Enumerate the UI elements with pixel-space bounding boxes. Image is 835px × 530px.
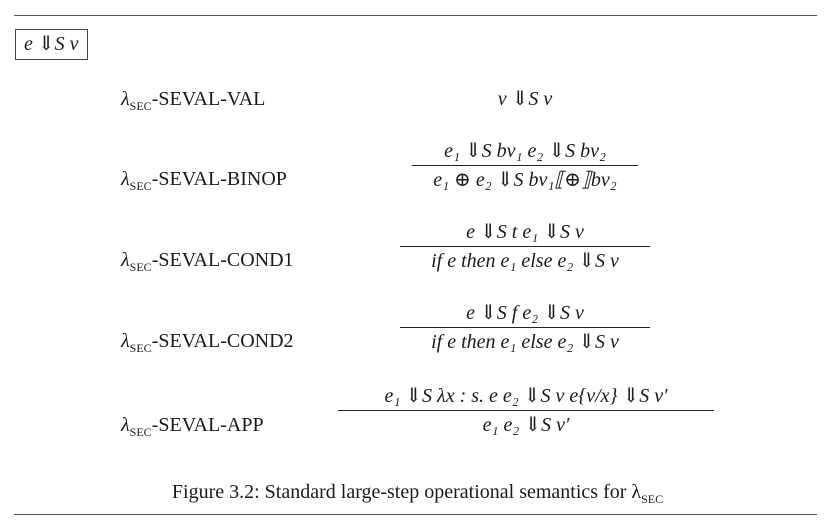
rule-app-fraction: e₁ ⇓S λx : s. e e₂ ⇓S v e{v/x} ⇓S v′ e₁ … [338,384,714,437]
inference-bar [400,327,650,328]
rule-name-cond2: λSEC-SEVAL-COND2 [121,329,294,360]
conclusion-text: v ⇓S v [497,88,553,110]
rule-name-sub: SEC [129,179,152,193]
rule-val-conclusion: v ⇓S v [470,87,580,111]
inference-bar [338,410,714,411]
rule-cond2-conclusion: if e then e₁ else e₂ ⇓S v [431,331,619,353]
rule-binop-conclusion: e₁ ⊕ e₂ ⇓S bv₁⟦⊕⟧bv₂ [433,169,617,191]
rule-name-sub: SEC [129,425,152,439]
judgment-text: e ⇓S v [24,33,79,55]
rule-name-cond1: λSEC-SEVAL-COND1 [121,248,294,279]
judgment-box: e ⇓S v [15,29,88,60]
rule-name-rest: -SEVAL-COND1 [151,249,294,271]
rule-app-premise: e₁ ⇓S λx : s. e e₂ ⇓S v e{v/x} ⇓S v′ [384,385,668,407]
rule-name-rest: -SEVAL-BINOP [151,168,287,190]
rule-name-prefix: λ [121,88,130,110]
rule-name-prefix: λ [121,330,130,352]
inference-bar [400,246,650,247]
rule-cond1-fraction: e ⇓S t e₁ ⇓S v if e then e₁ else e₂ ⇓S v [400,220,650,273]
rule-name-sub: SEC [129,260,152,274]
caption-sub: SEC [641,492,664,506]
rule-name-app: λSEC-SEVAL-APP [121,413,264,444]
rule-cond2-premise: e ⇓S f e₂ ⇓S v [466,302,584,324]
rule-binop-premise: e₁ ⇓S bv₁ e₂ ⇓S bv₂ [444,140,606,162]
caption-text: Figure 3.2: Standard large-step operatio… [171,481,642,503]
rule-name-prefix: λ [121,249,130,271]
inference-bar [412,165,638,166]
rule-name-rest: -SEVAL-COND2 [151,330,294,352]
bottom-rule [14,514,817,515]
rule-cond1-conclusion: if e then e₁ else e₂ ⇓S v [431,250,619,272]
rule-name-sub: SEC [129,341,152,355]
rule-cond1-premise: e ⇓S t e₁ ⇓S v [466,221,584,243]
rule-app-conclusion: e₁ e₂ ⇓S v′ [482,414,570,436]
rule-name-rest: -SEVAL-VAL [151,88,266,110]
rule-name-val: λSEC-SEVAL-VAL [121,87,265,118]
rule-binop-fraction: e₁ ⇓S bv₁ e₂ ⇓S bv₂ e₁ ⊕ e₂ ⇓S bv₁⟦⊕⟧bv₂ [412,139,638,192]
rule-name-rest: -SEVAL-APP [151,414,264,436]
rule-name-sub: SEC [129,99,152,113]
figure-caption: Figure 3.2: Standard large-step operatio… [0,481,835,507]
rule-name-prefix: λ [121,414,130,436]
rule-cond2-fraction: e ⇓S f e₂ ⇓S v if e then e₁ else e₂ ⇓S v [400,301,650,354]
rule-name-prefix: λ [121,168,130,190]
rule-name-binop: λSEC-SEVAL-BINOP [121,167,287,198]
top-rule [14,15,817,16]
